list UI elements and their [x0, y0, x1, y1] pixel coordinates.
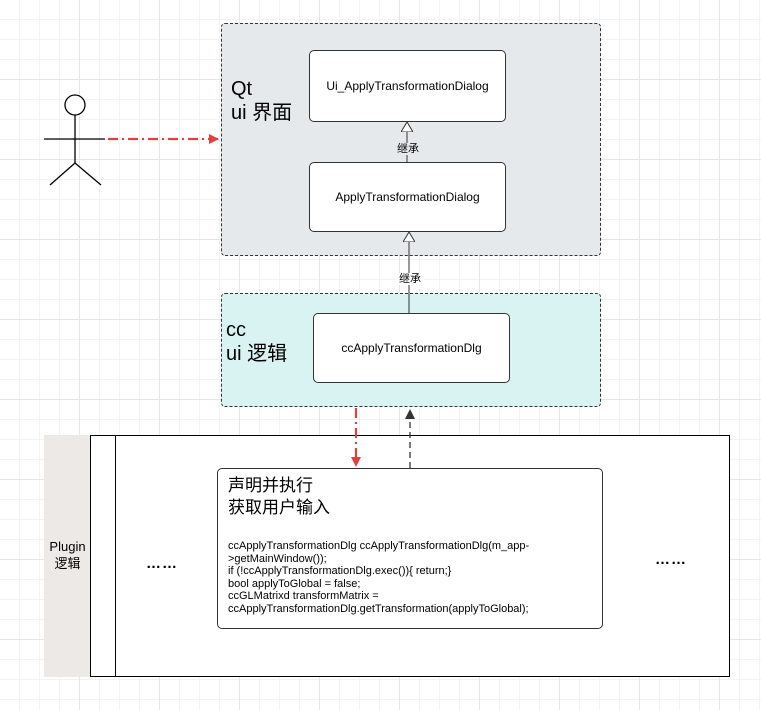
code-line: ccApplyTransformationDlg.getTransformati… — [228, 602, 529, 615]
cc-group-title-line1: cc — [226, 319, 246, 341]
user-actor-icon — [44, 94, 105, 186]
ellipsis-left: …… — [146, 555, 178, 572]
code-title-line2: 获取用户输入 — [228, 498, 330, 517]
code-title-line1: 声明并执行 — [228, 476, 313, 495]
plugin-pool-label-line2: 逻辑 — [54, 556, 81, 571]
code-snippet-box[interactable]: 声明并执行 获取用户输入 ccApplyTransformationDlg cc… — [217, 468, 603, 629]
ui-apply-transformation-dialog-label: Ui_ApplyTransformationDialog — [326, 79, 489, 93]
plugin-pool-label-line1: Plugin — [49, 539, 86, 554]
cc-group-title: cc ui 逻辑 — [226, 318, 287, 366]
cc-apply-transformation-dlg-node[interactable]: ccApplyTransformationDlg — [313, 313, 510, 383]
qt-group-title-line2: ui 界面 — [231, 102, 293, 124]
code-line: ccApplyTransformationDlg ccApplyTransfor… — [228, 540, 530, 552]
plugin-lane-divider — [91, 435, 116, 677]
cc-group-title-line2: ui 逻辑 — [226, 343, 288, 365]
ellipsis-right: …… — [655, 551, 687, 568]
apply-transformation-dialog-node[interactable]: ApplyTransformationDialog — [309, 162, 506, 232]
apply-transformation-dialog-label: ApplyTransformationDialog — [335, 190, 480, 204]
qt-group-title-line1: Qt — [231, 78, 253, 100]
code-body: ccApplyTransformationDlg ccApplyTransfor… — [228, 540, 596, 616]
plugin-pool-header: Plugin 逻辑 — [44, 435, 91, 677]
code-line: bool applyToGlobal = false; — [228, 577, 361, 590]
cc-apply-transformation-dlg-label: ccApplyTransformationDlg — [341, 341, 482, 355]
code-line: if (!ccApplyTransformationDlg.exec()){ r… — [228, 565, 452, 578]
ui-apply-transformation-dialog-node[interactable]: Ui_ApplyTransformationDialog — [309, 50, 506, 122]
qt-group-title: Qt ui 界面 — [231, 77, 292, 125]
code-title: 声明并执行 获取用户输入 — [228, 475, 596, 519]
inherit-label-2: 继承 — [396, 273, 424, 285]
inherit-label-1: 继承 — [394, 143, 422, 155]
code-line: >getMainWindow()); — [228, 552, 327, 565]
plugin-pool-label: Plugin 逻辑 — [44, 538, 91, 572]
code-line: ccGLMatrixd transformMatrix = — [228, 590, 379, 603]
